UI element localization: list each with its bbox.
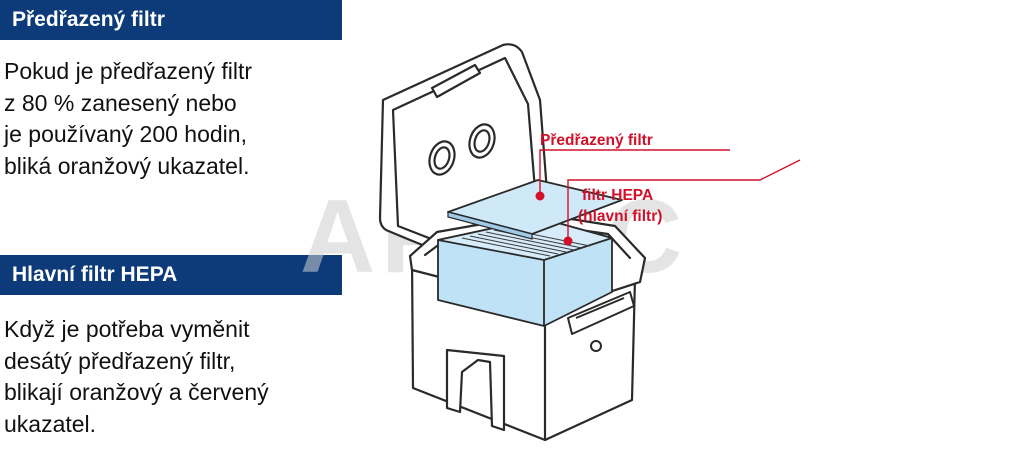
prefilter-description-line: bliká oranžový ukazatel. <box>4 152 250 179</box>
prefilter-callout-label: Předřazený filtr <box>540 132 653 149</box>
hepa-description-line: ukazatel. <box>4 410 97 437</box>
lid-hole <box>473 129 491 153</box>
hepa-description-line: blikají oranžový a červený <box>4 379 269 405</box>
prefilter-sheet-edge <box>447 211 533 240</box>
prefilter-description-line: z 80 % zanesený nebo <box>4 89 237 116</box>
hepa-callout-label-sub: (hlavní filtr) <box>578 208 662 225</box>
side-handle <box>567 291 635 335</box>
lid-hole <box>433 146 451 170</box>
hepa-description-line: Když je potřeba vyměnit <box>4 316 250 342</box>
hepa-callout-line <box>567 159 801 238</box>
side-handle-inner <box>575 297 625 319</box>
hepa-description-line: desátý předřazený filtr, <box>4 347 236 374</box>
hepa-description: Když je potřeba vyměnit desátý předřazen… <box>4 314 339 440</box>
prefilter-description-line: Pokud je předřazený filtr <box>4 58 253 84</box>
prefilter-callout-line <box>539 149 730 192</box>
lid-handle <box>430 63 482 99</box>
prefilter-heading: Předřazený filtr <box>0 0 342 40</box>
prefilter-description-line: je používaný 200 hodin, <box>4 121 247 147</box>
hepa-callout-label: filtr HEPA <box>582 187 653 204</box>
prefilter-callout-dot <box>535 191 545 201</box>
hepa-callout-dot <box>563 236 573 246</box>
prefilter-description: Pokud je předřazený filtr z 80 % zanesen… <box>4 56 339 182</box>
side-knob <box>590 340 602 352</box>
box-notch <box>445 348 506 432</box>
hepa-heading: Hlavní filtr HEPA <box>0 255 342 295</box>
